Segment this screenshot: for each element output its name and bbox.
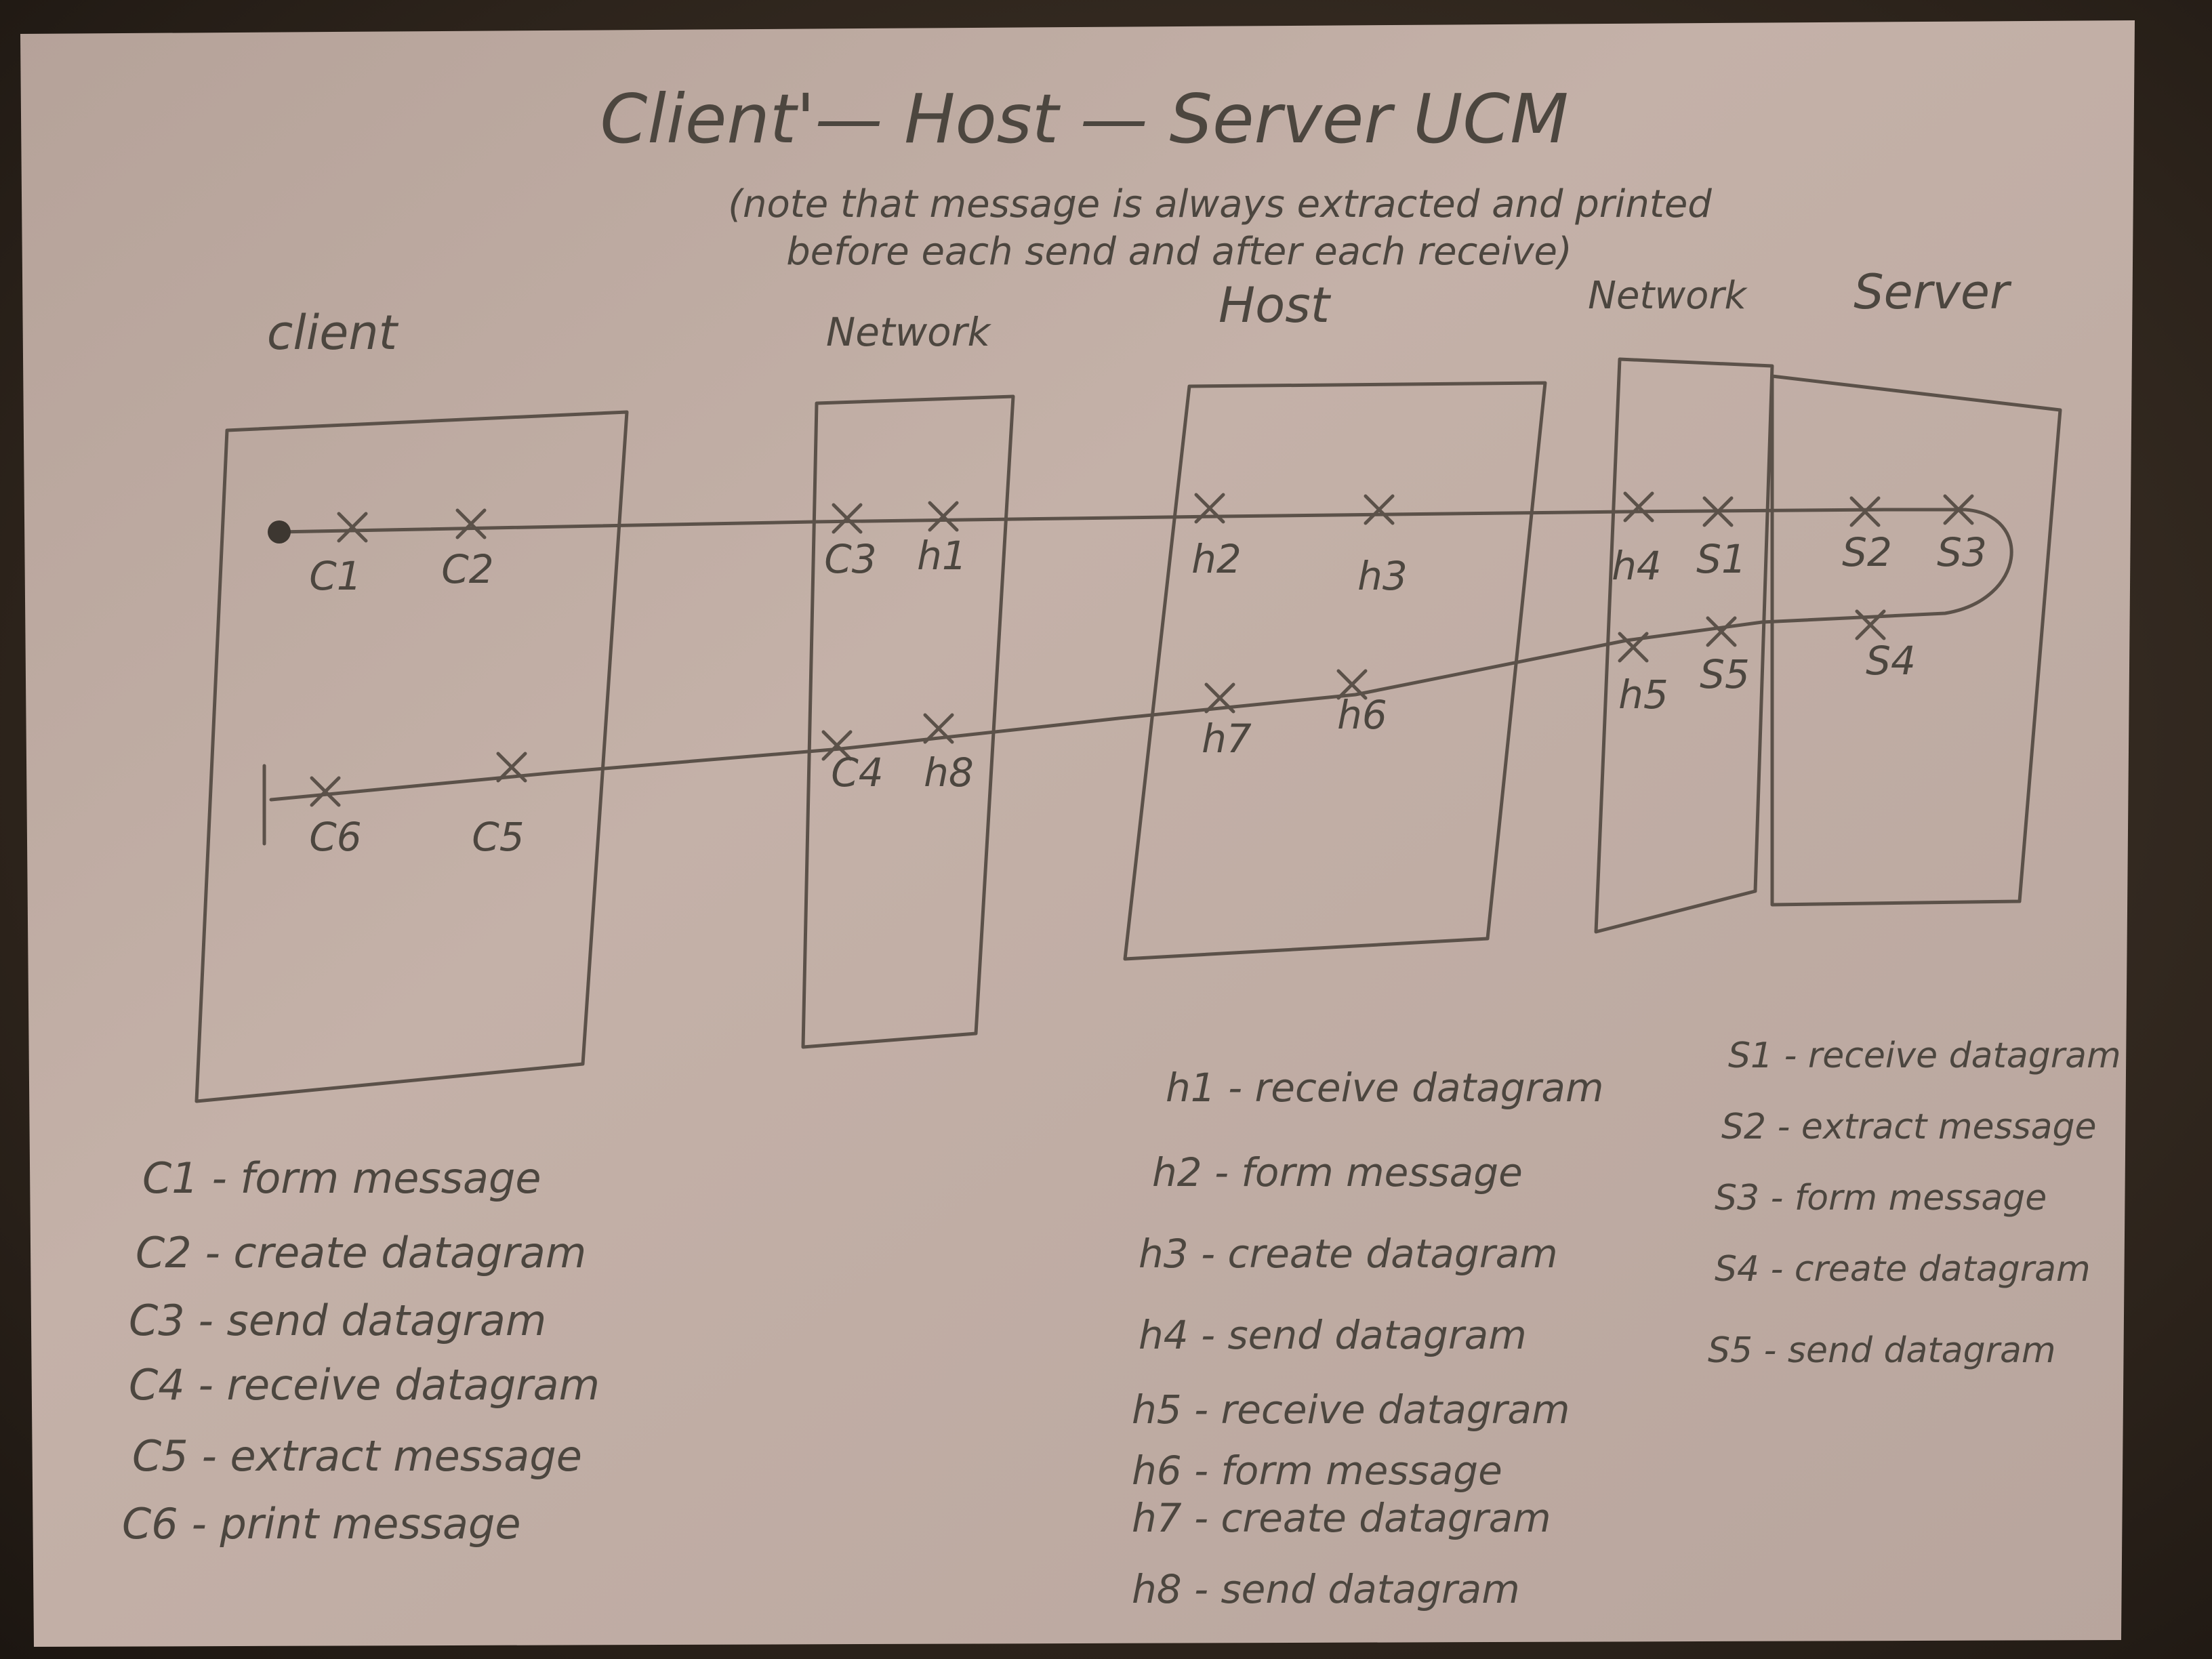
legend-server-2: S2 - extract message <box>1721 1107 2097 1147</box>
return-loop <box>1760 508 2013 624</box>
legend-host-1: h1 - receive datagram <box>1166 1065 1603 1111</box>
marker-label-h8: h8 <box>924 750 974 796</box>
column-label-host: Host <box>1218 276 1332 333</box>
column-label-server: Server <box>1853 264 2012 320</box>
marker-c2-stroke-b <box>455 508 487 539</box>
marker-label-h4: h4 <box>1612 543 1662 589</box>
server-box <box>1770 374 2062 907</box>
legend-host-4: h4 - send datagram <box>1139 1312 1527 1358</box>
marker-label-h5: h5 <box>1618 672 1668 718</box>
legend-client-4: C4 - receive datagram <box>129 1360 600 1410</box>
marker-label-c2: C2 <box>441 546 493 592</box>
legend-host-2: h2 - form message <box>1152 1149 1523 1195</box>
marker-s3-stroke-b <box>1943 494 1974 525</box>
host-box <box>1123 381 1547 961</box>
note-line-1: (note that message is always extracted a… <box>728 182 1712 226</box>
start-point <box>268 520 291 544</box>
legend-host-8: h8 - send datagram <box>1132 1566 1520 1612</box>
network-right-box <box>1594 357 1774 934</box>
marker-label-h2: h2 <box>1191 536 1242 582</box>
marker-label-c6: C6 <box>309 814 361 860</box>
column-label-client: client <box>267 305 399 361</box>
legend-server-3: S3 - form message <box>1715 1178 2047 1218</box>
legend-client-1: C1 - form message <box>142 1153 541 1203</box>
marker-label-s2: S2 <box>1842 529 1892 575</box>
marker-label-c3: C3 <box>824 536 876 582</box>
marker-h5-stroke-b <box>1618 632 1649 663</box>
paper-sheet <box>20 20 2135 1647</box>
legend-server-5: S5 - send datagram <box>1708 1330 2056 1371</box>
legend-client-5: C5 - extract message <box>132 1431 582 1481</box>
marker-s2-stroke-b <box>1849 496 1881 527</box>
marker-label-h1: h1 <box>917 533 967 579</box>
network-left-box <box>801 394 1015 1049</box>
request-path <box>276 508 1967 534</box>
note-line-2: before each send and after each receive) <box>786 230 1572 274</box>
marker-label-s1: S1 <box>1696 536 1746 582</box>
marker-label-s5: S5 <box>1700 651 1750 697</box>
marker-label-c1: C1 <box>309 553 361 599</box>
legend-server-4: S4 - create datagram <box>1715 1249 2091 1290</box>
marker-c5-stroke-b <box>496 752 527 783</box>
marker-s1-stroke-b <box>1702 496 1734 527</box>
diagram-title: Client'— Host — Server UCM <box>600 79 1568 159</box>
legend-host-5: h5 - receive datagram <box>1132 1387 1570 1433</box>
column-label-network-right: Network <box>1588 274 1748 318</box>
legend-client-2: C2 - create datagram <box>136 1228 586 1277</box>
marker-label-c5: C5 <box>472 814 524 860</box>
marker-label-s3: S3 <box>1937 529 1987 575</box>
marker-c6-stroke-b <box>310 776 341 807</box>
client-box <box>194 410 629 1103</box>
marker-h4-stroke-b <box>1623 491 1654 523</box>
marker-h2-stroke-b <box>1194 493 1225 524</box>
marker-c4-stroke-b <box>821 730 853 761</box>
marker-c3-stroke-b <box>832 503 863 534</box>
marker-h8-stroke-b <box>923 713 954 744</box>
marker-h7-stroke-b <box>1204 682 1235 714</box>
marker-s5-stroke-b <box>1706 616 1737 647</box>
marker-label-h7: h7 <box>1202 716 1252 762</box>
marker-label-h6: h6 <box>1337 692 1387 738</box>
marker-label-s4: S4 <box>1866 638 1916 684</box>
marker-s4-stroke-b <box>1855 609 1886 640</box>
legend-client-3: C3 - send datagram <box>129 1296 546 1345</box>
marker-h6-stroke-b <box>1336 669 1368 700</box>
marker-c1-stroke-b <box>337 512 368 543</box>
legend-host-6: h6 - form message <box>1132 1448 1502 1494</box>
column-label-network-left: Network <box>826 309 992 355</box>
marker-h1-stroke-b <box>928 501 959 532</box>
marker-label-c4: C4 <box>831 750 883 796</box>
legend-server-1: S1 - receive datagram <box>1728 1036 2121 1076</box>
legend-host-7: h7 - create datagram <box>1132 1495 1551 1541</box>
legend-client-6: C6 - print message <box>122 1499 521 1549</box>
marker-label-h3: h3 <box>1357 553 1408 599</box>
legend-host-3: h3 - create datagram <box>1139 1231 1558 1277</box>
marker-h3-stroke-b <box>1364 494 1395 525</box>
